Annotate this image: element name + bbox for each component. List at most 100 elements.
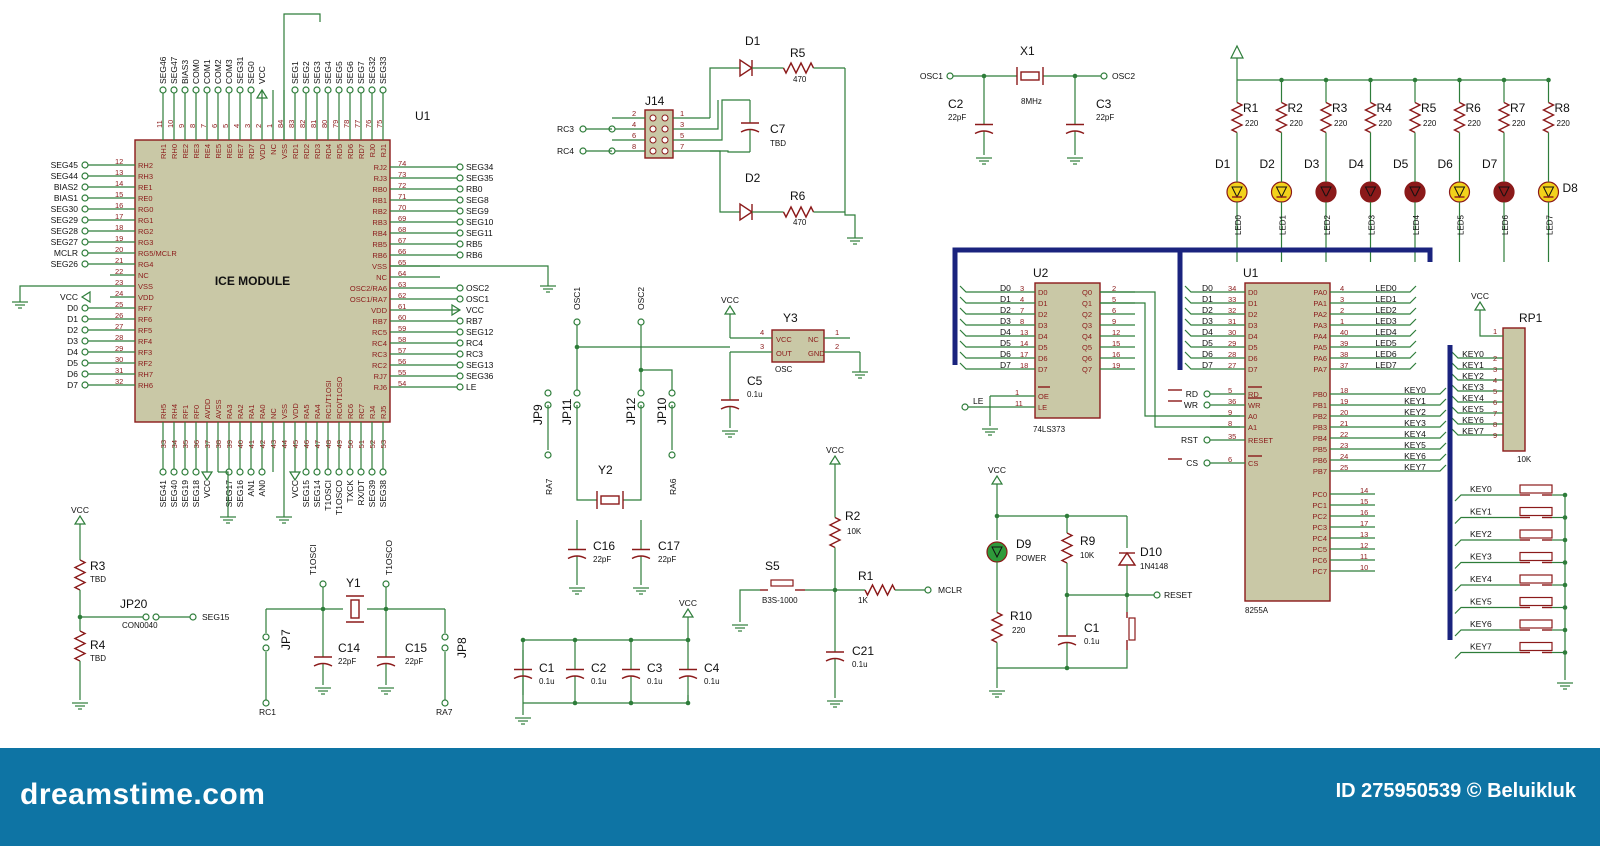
u2-bus-label: D1 bbox=[1000, 294, 1011, 304]
u8255-pb-net: KEY2 bbox=[1404, 407, 1426, 417]
ice-right-pin: RC2 bbox=[372, 361, 387, 370]
ice-bottom-pin-num: 51 bbox=[357, 440, 366, 448]
ice-right-pin-num: 67 bbox=[398, 236, 406, 245]
led-r-value: 220 bbox=[1512, 119, 1526, 128]
ice-misc-pin-num: 24 bbox=[115, 289, 123, 298]
ice-bottom-pin: RJ5 bbox=[379, 406, 388, 419]
ice-right-net: RB6 bbox=[466, 250, 483, 260]
ice-bottom-pin: RA3 bbox=[225, 404, 234, 419]
t1-jp8: JP8 bbox=[455, 637, 469, 658]
reset-d9: D9 bbox=[1016, 537, 1032, 551]
led-net: LED1 bbox=[1279, 214, 1288, 235]
key-label: KEY5 bbox=[1470, 597, 1492, 607]
key-label: KEY3 bbox=[1470, 552, 1492, 562]
ice-misc-pin: VSS bbox=[138, 282, 153, 291]
u8255-pa-num: 37 bbox=[1340, 361, 1348, 370]
led-r-value: 220 bbox=[1468, 119, 1482, 128]
c2-value: 22pF bbox=[948, 113, 966, 122]
u8255-pb-num: 20 bbox=[1340, 408, 1348, 417]
rp1-net: KEY6 bbox=[1462, 415, 1484, 425]
t1-c14: C14 bbox=[338, 641, 360, 655]
footer-brand[interactable]: dreamstime.com bbox=[20, 778, 266, 811]
u8255-pb-net: KEY4 bbox=[1404, 429, 1426, 439]
u8255-pc-pin: PC6 bbox=[1312, 556, 1327, 565]
led-net: LED0 bbox=[1234, 214, 1243, 235]
ice-right-pin: RB4 bbox=[372, 229, 387, 238]
led-r-value: 220 bbox=[1379, 119, 1393, 128]
ice-top-pin: RE7 bbox=[236, 144, 245, 159]
ice-bottom-pin: RH5 bbox=[159, 404, 168, 419]
ice-misc-pin-num: 22 bbox=[115, 267, 123, 276]
key-switch bbox=[1519, 596, 1553, 607]
ice-right-pin-num: 66 bbox=[398, 247, 406, 256]
u8255-pa-pin: PA6 bbox=[1313, 354, 1327, 363]
ice-right-pin: RB7 bbox=[372, 317, 387, 326]
ice-right-pin: RB2 bbox=[372, 207, 387, 216]
ice-top-net: COM2 bbox=[213, 59, 223, 84]
u2-out-pin: Q4 bbox=[1082, 332, 1092, 341]
ice-bottom-net: SEG16 bbox=[235, 480, 245, 508]
ice-left2-net: D4 bbox=[67, 347, 78, 357]
decap-value: 0.1u bbox=[591, 677, 607, 686]
y3-ref: Y3 bbox=[783, 311, 798, 325]
ice-bottom-net: SEG17 bbox=[224, 480, 234, 508]
reset-c1-value: 0.1u bbox=[1084, 637, 1100, 646]
u2-ctl-pin: LE bbox=[1038, 403, 1047, 412]
u8255-d-num: 27 bbox=[1228, 361, 1236, 370]
u2-out-pin: Q0 bbox=[1082, 288, 1092, 297]
led-r-value: 220 bbox=[1423, 119, 1437, 128]
y3-num: 4 bbox=[760, 328, 764, 337]
u8255-pb-pin: PB2 bbox=[1313, 412, 1327, 421]
ice-bottom-pin-num: 33 bbox=[159, 440, 168, 448]
mclr-c21: C21 bbox=[852, 644, 874, 658]
u2-in-num: 17 bbox=[1020, 350, 1028, 359]
u8255-d-num: 31 bbox=[1228, 317, 1236, 326]
u2-out-num: 5 bbox=[1112, 295, 1116, 304]
osc2-label: OSC2 bbox=[636, 287, 646, 310]
ice-right-net: VCC bbox=[466, 305, 484, 315]
u8255-pb-net: KEY1 bbox=[1404, 396, 1426, 406]
reset-d9-value: POWER bbox=[1016, 554, 1046, 563]
led-d-ref: D7 bbox=[1482, 157, 1498, 171]
ice-left-pin: RG2 bbox=[138, 227, 153, 236]
u2-bus-label: D6 bbox=[1000, 349, 1011, 359]
ice-right-net: SEG13 bbox=[466, 360, 494, 370]
ice-left-pin: RG0 bbox=[138, 205, 153, 214]
ice-left-pin-num: 19 bbox=[115, 234, 123, 243]
ice-left2-pin: RF6 bbox=[138, 315, 152, 324]
ice-bottom-net: T1OSCI bbox=[323, 480, 333, 511]
y3-pin: GND bbox=[808, 349, 825, 358]
u8255-pc-num: 12 bbox=[1360, 541, 1368, 550]
ice-top-net: SEG32 bbox=[367, 56, 377, 84]
ice-top-pin-num: 76 bbox=[364, 120, 373, 128]
j14-rc4: RC4 bbox=[557, 146, 574, 156]
u8255-pa-num: 40 bbox=[1340, 328, 1348, 337]
ice-right-pin: RC5 bbox=[372, 328, 387, 337]
ice-module-ref: U1 bbox=[415, 109, 431, 123]
schematic-canvas: ICE MODULEU1RH212SEG45RH313SEG44RE114BIA… bbox=[12, 13, 1578, 725]
ice-left2-pin: RF3 bbox=[138, 348, 152, 357]
u8255-pc-num: 10 bbox=[1360, 563, 1368, 572]
ice-bottom-net: AN0 bbox=[257, 480, 267, 497]
footer-bar: dreamstime.com ID 275950539 © Beluikluk bbox=[0, 748, 1600, 846]
ice-top-pin: NC bbox=[269, 143, 278, 154]
x1-value: 8MHz bbox=[1021, 97, 1042, 106]
bias-jp20: JP20 bbox=[120, 597, 148, 611]
j14-left-num: 6 bbox=[632, 131, 636, 140]
osc-jp10: JP10 bbox=[655, 397, 669, 425]
r5-value: 470 bbox=[793, 75, 807, 84]
u8255-pa-net: LED7 bbox=[1375, 360, 1397, 370]
u8255-pa-net: LED1 bbox=[1375, 294, 1397, 304]
ice-top-pin: RE4 bbox=[203, 144, 212, 159]
ice-bottom-pin: VSS bbox=[280, 404, 289, 419]
u2-bus-label: D4 bbox=[1000, 327, 1011, 337]
u2-out-num: 12 bbox=[1112, 328, 1120, 337]
r6-value: 470 bbox=[793, 218, 807, 227]
u8255-pa-num: 3 bbox=[1340, 295, 1344, 304]
u8255-d-pin: D6 bbox=[1248, 354, 1258, 363]
led-r-value: 220 bbox=[1334, 119, 1348, 128]
u8255-pb-pin: PB1 bbox=[1313, 401, 1327, 410]
y3-pin: VCC bbox=[776, 335, 792, 344]
led-r-ref: R4 bbox=[1377, 101, 1393, 115]
